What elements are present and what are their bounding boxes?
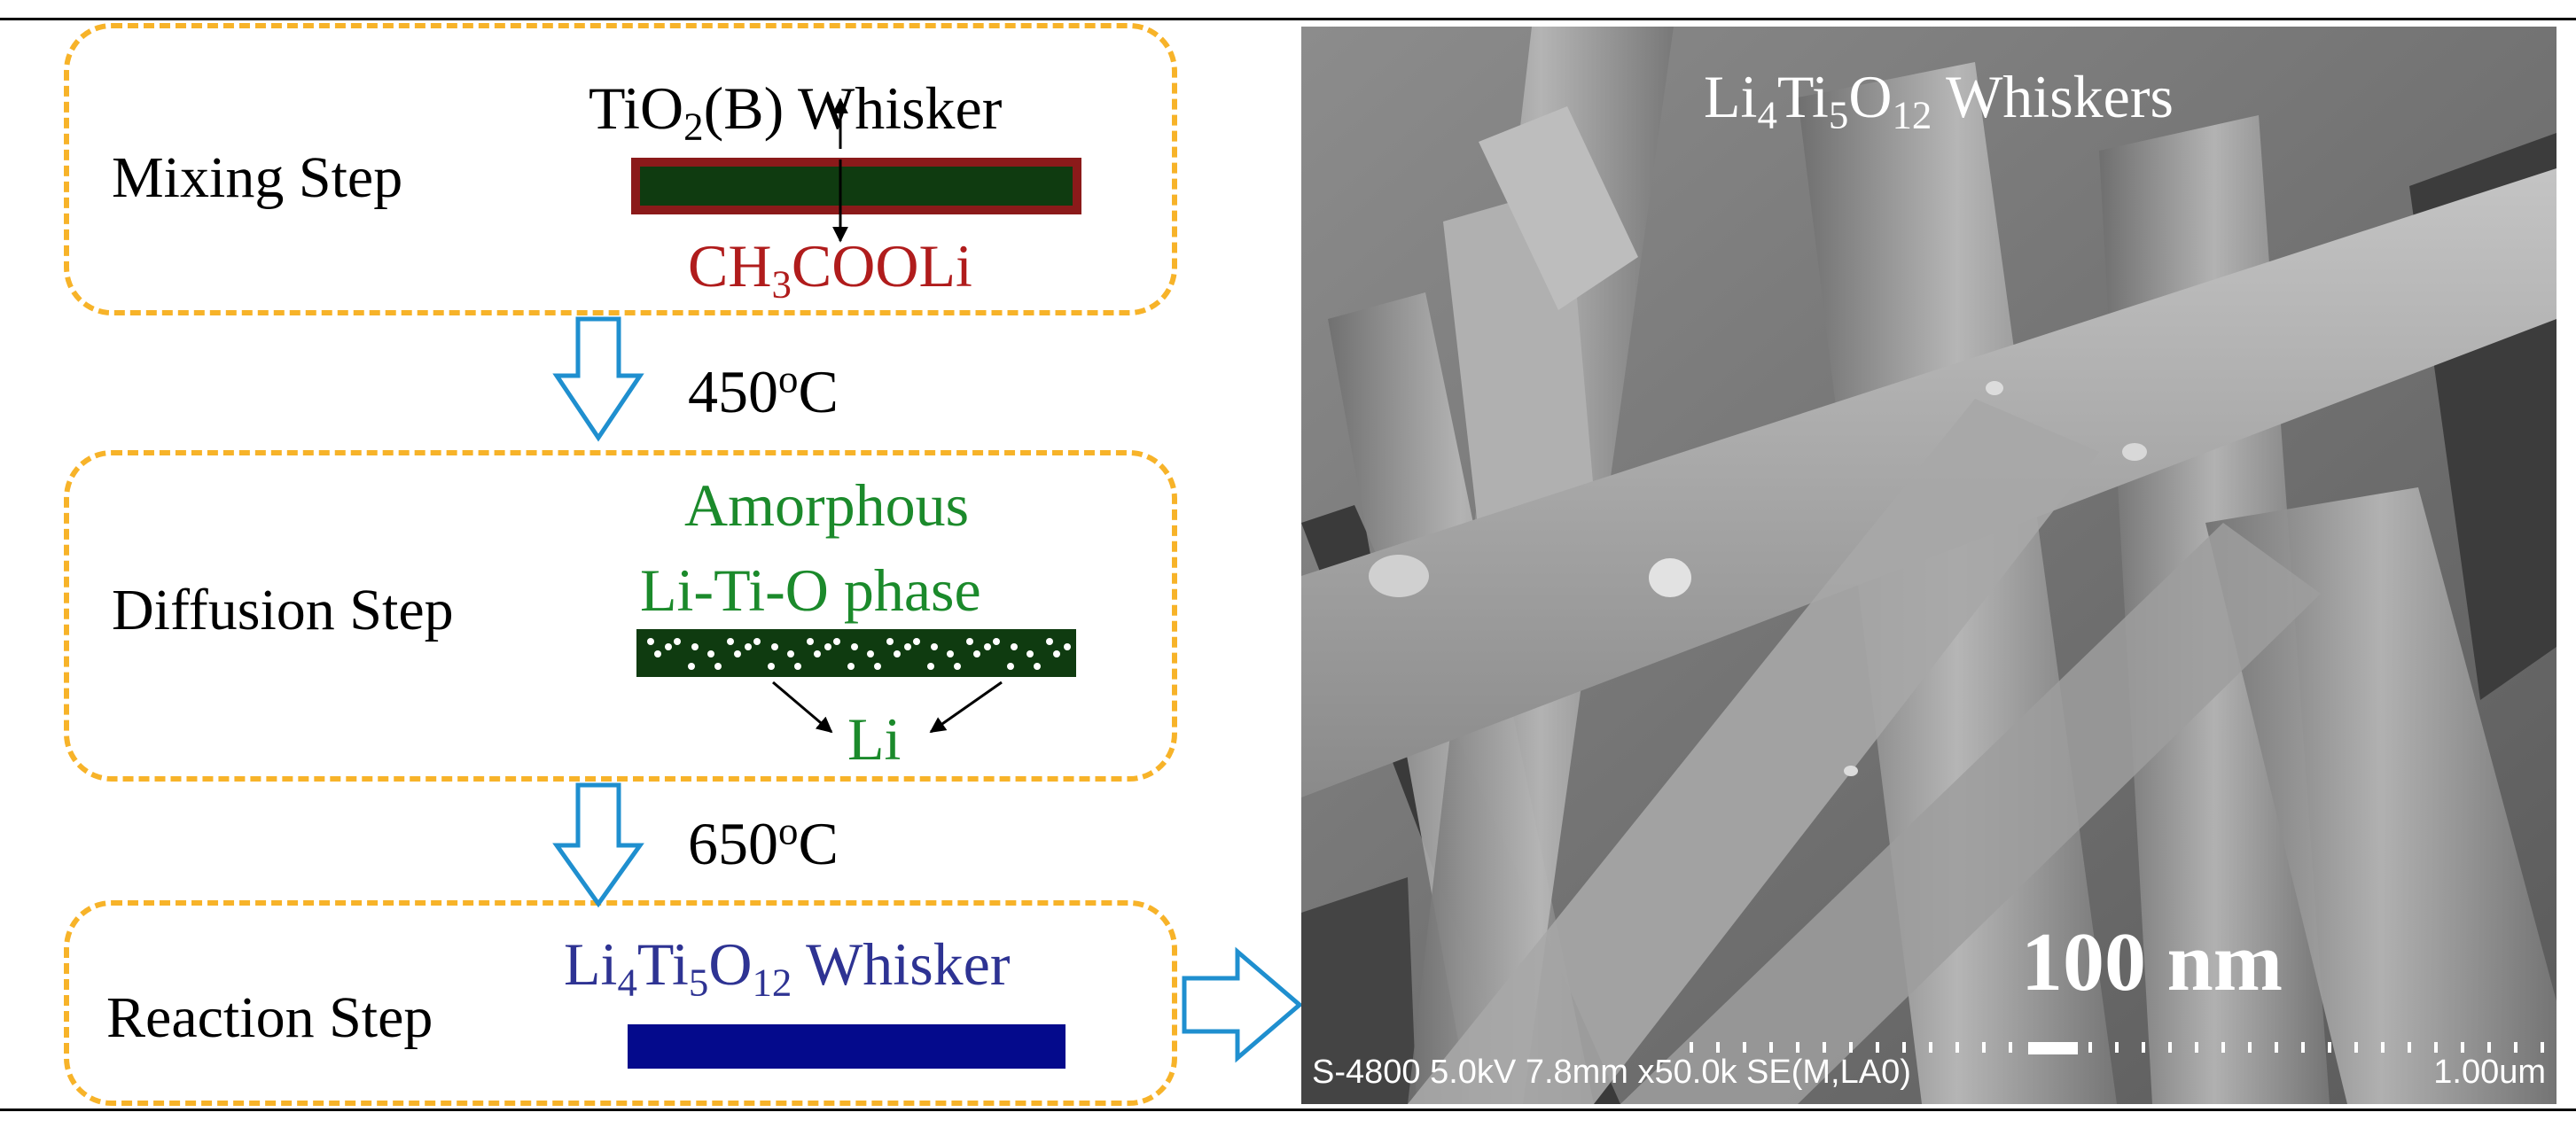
scale-label: 100 nm — [2021, 916, 2283, 1008]
lithium-dot — [851, 643, 858, 650]
li-ti-o-phase-label: Li-Ti-O phase — [640, 556, 981, 624]
lithium-dot — [824, 643, 831, 650]
mixing-step-label: Mixing Step — [112, 145, 403, 210]
diffusion-step-label: Diffusion Step — [112, 578, 454, 642]
reaction-step-box — [64, 900, 1177, 1106]
lithium-dot — [1011, 643, 1018, 650]
top-rule — [0, 18, 2576, 20]
lithium-dot — [973, 650, 980, 657]
lithium-dot — [847, 663, 855, 670]
tio2-whisker-label: TiO2(B) Whisker — [589, 74, 1003, 149]
sem-whiskers-image — [1301, 27, 2556, 1104]
scale-bar — [1690, 1042, 2544, 1054]
lithium-dot — [753, 638, 761, 645]
lithium-dot — [966, 638, 973, 645]
tio2-whisker-bar — [631, 158, 1081, 214]
lithium-dot — [771, 643, 778, 650]
lithium-dot — [874, 663, 881, 670]
diagram-arrows — [552, 97, 1301, 1063]
diffusion-arrows — [772, 681, 1003, 734]
lithium-dot — [691, 643, 699, 650]
lithium-dot — [993, 638, 1000, 645]
amorphous-label: Amorphous — [684, 471, 970, 539]
lithium-dot — [647, 638, 654, 645]
lithium-dot — [1053, 650, 1060, 657]
diffusion-step-box — [64, 450, 1177, 782]
lithium-dot — [674, 638, 681, 645]
temperature-650: 650oC — [688, 808, 839, 877]
lithium-dot — [727, 638, 734, 645]
down-arrow-icon — [552, 782, 644, 908]
sem-micrograph: Li4Ti5O12 Whiskers 100 nm S-4800 5.0kV 7… — [1301, 27, 2556, 1104]
lithium-dots — [647, 638, 1071, 670]
lithium-dot — [931, 643, 938, 650]
reaction-step-label: Reaction Step — [106, 985, 433, 1050]
lithium-dot — [913, 638, 920, 645]
lithium-dot — [1064, 643, 1071, 650]
right-arrow-icon — [1182, 946, 1301, 1063]
lithium-dot — [787, 650, 794, 657]
sem-title: Li4Ti5O12 Whiskers — [1704, 63, 2174, 137]
lithium-dot — [807, 638, 814, 645]
lithium-dot — [665, 643, 672, 650]
lithium-dot — [1046, 638, 1053, 645]
lithium-dot — [886, 638, 894, 645]
lithium-dot — [707, 650, 714, 657]
lto-whisker-bar — [628, 1024, 1066, 1069]
lithium-dot — [833, 638, 840, 645]
lithium-dot — [867, 650, 874, 657]
scale-unit: 1.00um — [2433, 1054, 2546, 1091]
lithium-dot — [654, 650, 661, 657]
lithium-dot — [688, 663, 695, 670]
lithium-dot — [794, 663, 801, 670]
lithium-dot — [734, 650, 741, 657]
lithium-dot — [927, 663, 934, 670]
lithium-dot — [954, 663, 961, 670]
lithium-dot — [745, 643, 752, 650]
lithium-dot — [904, 643, 911, 650]
instrument-info: S-4800 5.0kV 7.8mm x50.0k SE(M,LA0) — [1312, 1054, 1911, 1091]
lithium-label: Li — [847, 705, 902, 773]
lithium-dot — [1007, 663, 1014, 670]
bottom-rule — [0, 1109, 2576, 1111]
lithium-dot — [714, 663, 722, 670]
lithium-dot — [1026, 650, 1034, 657]
lithium-dot — [814, 650, 821, 657]
lithium-dot — [894, 650, 901, 657]
lithium-dot — [1034, 663, 1041, 670]
temperature-450: 450oC — [688, 356, 839, 425]
mixing-step-box — [64, 23, 1177, 315]
lithium-dot — [947, 650, 954, 657]
lto-whisker-label: Li4Ti5O12 Whisker — [564, 930, 1011, 1005]
down-arrow-icon — [552, 316, 644, 442]
lithium-dot — [768, 663, 775, 670]
lithium-acetate-label: CH3COOLi — [688, 232, 972, 307]
lithium-dot — [984, 643, 991, 650]
